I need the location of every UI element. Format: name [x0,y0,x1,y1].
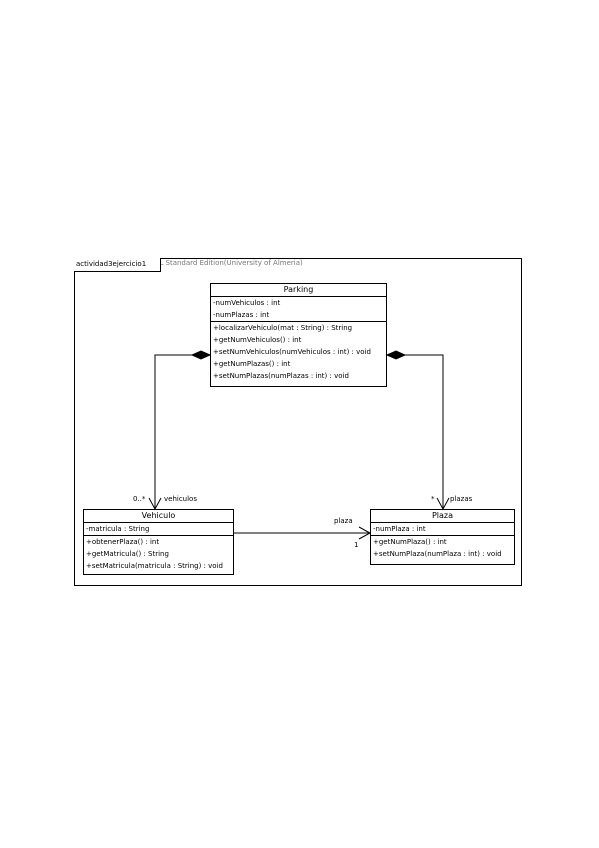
attribute: -numVehiculos : int [213,299,281,307]
composition-diamond-plazas [385,350,407,360]
composition-line-vehiculos[interactable] [154,354,192,509]
class-parking[interactable]: Parking -numVehiculos : int -numPlazas :… [210,283,387,387]
class-parking-operations: +localizarVehiculo(mat : String) : Strin… [211,322,386,382]
operation: +getMatricula() : String [86,550,169,558]
class-parking-attributes: -numVehiculos : int -numPlazas : int [211,297,386,322]
role-plaza: plaza [334,517,353,525]
operation: +obtenerPlaza() : int [86,538,160,546]
operation: +setNumVehiculos(numVehiculos : int) : v… [213,348,371,356]
class-plaza-operations: +getNumPlaza() : int +setNumPlaza(numPla… [371,536,514,560]
class-vehiculo[interactable]: Vehiculo -matricula : String +obtenerPla… [83,509,234,575]
composition-diamond-vehiculos [190,350,212,360]
operation: +localizarVehiculo(mat : String) : Strin… [213,324,353,332]
multiplicity-plaza: 1 [354,541,359,549]
class-plaza[interactable]: Plaza -numPlaza : int +getNumPlaza() : i… [370,509,515,565]
watermark: Visual Paradigm for UML Standard Edition… [78,259,303,267]
multiplicity-vehiculos: 0..* [133,495,146,503]
attribute: -numPlaza : int [373,525,426,533]
frame-label: actividad3ejercicio1 [74,258,162,272]
operation: +setNumPlazas(numPlazas : int) : void [213,372,349,380]
diagram-frame [74,258,522,586]
arrowhead-plazas [436,497,450,511]
role-vehiculos: vehiculos [164,495,197,503]
attribute: -numPlazas : int [213,311,270,319]
composition-line-plazas[interactable] [405,354,444,509]
operation: +setMatricula(matricula : String) : void [86,562,223,570]
operation: +setNumPlaza(numPlaza : int) : void [373,550,502,558]
operation: +getNumVehiculos() : int [213,336,302,344]
multiplicity-plazas: * [431,495,435,503]
class-plaza-name: Plaza [371,510,514,523]
class-vehiculo-attributes: -matricula : String [84,523,233,536]
arrowhead-vehiculos [148,497,162,511]
role-plazas: plazas [450,495,473,503]
arrowhead-plaza [358,526,372,540]
class-vehiculo-operations: +obtenerPlaza() : int +getMatricula() : … [84,536,233,572]
attribute: -matricula : String [86,525,150,533]
class-vehiculo-name: Vehiculo [84,510,233,523]
class-parking-name: Parking [211,284,386,297]
operation: +getNumPlaza() : int [373,538,447,546]
operation: +getNumPlazas() : int [213,360,291,368]
class-plaza-attributes: -numPlaza : int [371,523,514,536]
